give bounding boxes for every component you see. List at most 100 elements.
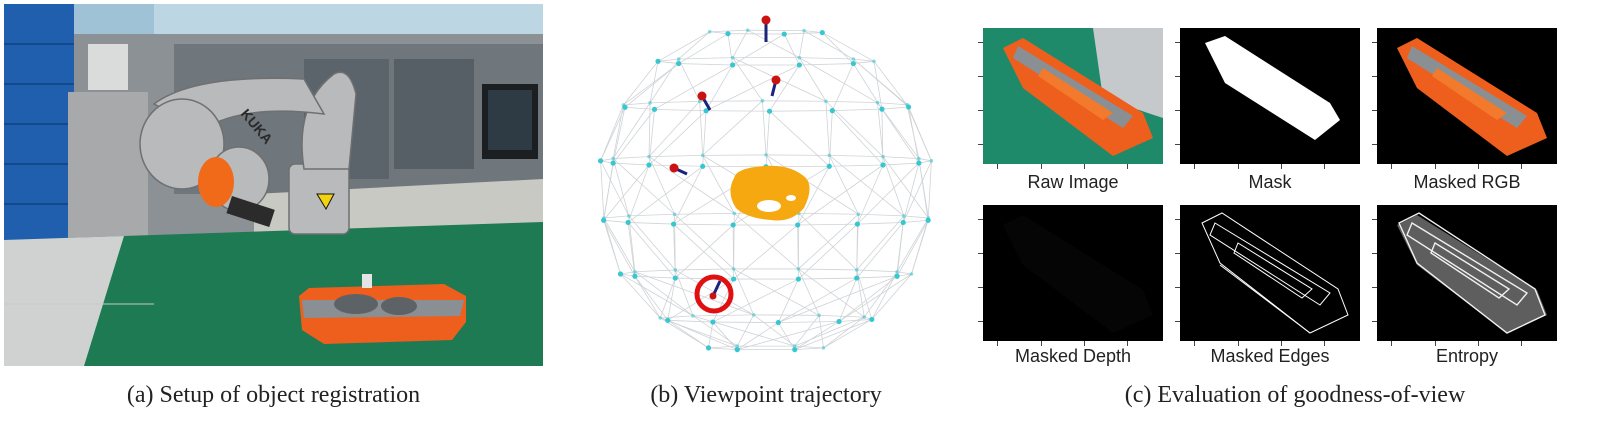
axis-tick [1280, 164, 1282, 169]
axis-tick [1083, 164, 1085, 169]
axis-tick [1237, 164, 1239, 169]
viewpoint-marker [926, 216, 931, 220]
viewpoint-marker [851, 57, 856, 61]
viewpoint-marker [836, 318, 842, 325]
object-model [730, 165, 810, 221]
viewpoint-marker [817, 313, 821, 318]
axis-tick [978, 143, 983, 145]
axis-tick [978, 41, 983, 43]
axis-tick [1324, 341, 1325, 346]
viewpoint-marker [700, 153, 705, 158]
axis-tick [1521, 341, 1522, 346]
axis-tick [1391, 164, 1393, 169]
viewpoint-marker [626, 214, 631, 218]
viewpoint-marker [869, 316, 875, 323]
viewpoint-marker [792, 347, 798, 353]
viewpoint-marker [900, 219, 906, 226]
viewpoint-marker [648, 101, 652, 105]
axis-tick [1040, 164, 1042, 169]
axis-tick [1175, 109, 1180, 111]
axis-tick [1175, 143, 1180, 145]
viewpoint-marker [730, 62, 736, 68]
trajectory-point [761, 15, 771, 25]
viewpoint-marker [797, 55, 802, 60]
axis-tick [978, 320, 983, 322]
axis-tick [1175, 218, 1180, 220]
viewpoint-marker [894, 273, 900, 279]
axis-tick [978, 75, 983, 77]
viewpoint-marker [879, 106, 885, 112]
masked-rgb-label: Masked RGB [1413, 172, 1521, 192]
viewpoint-marker [602, 216, 606, 220]
viewpoint-marker [730, 222, 736, 228]
viewpoint-marker [676, 57, 681, 61]
mask-label: Mask [1248, 172, 1292, 192]
viewpoint-marker [725, 31, 731, 37]
axis-tick [978, 218, 983, 220]
viewpoint-marker [781, 31, 787, 37]
viewpoint-marker [881, 154, 885, 159]
viewpoint-marker [796, 267, 801, 271]
viewpoint-marker [655, 58, 661, 64]
axis-tick [1127, 341, 1128, 346]
trajectory-point [669, 163, 679, 173]
axis-tick [1372, 252, 1377, 254]
viewpoint-marker [862, 315, 867, 319]
viewpoint-sphere-svg [597, 15, 934, 353]
viewpoint-marker [819, 29, 825, 36]
viewpoint-marker [929, 159, 934, 163]
viewpoint-marker [909, 272, 914, 276]
axis-tick [1372, 75, 1377, 77]
viewpoint-marker [611, 156, 615, 161]
caption-a: (a) Setup of object registration [126, 382, 421, 408]
axis-tick [1237, 341, 1239, 346]
viewpoint-marker [795, 276, 801, 282]
viewpoint-marker [824, 99, 828, 104]
viewpoint-marker [672, 275, 678, 281]
viewpoint-marker [880, 162, 886, 168]
viewpoint-marker [676, 60, 682, 67]
viewpoint-marker [691, 314, 695, 318]
axis-tick [1477, 341, 1479, 346]
viewpoint-marker [827, 153, 832, 158]
viewpoint-marker [621, 103, 626, 107]
viewpoint-marker [705, 345, 712, 351]
viewpoint-marker [732, 211, 737, 216]
trajectory-point [697, 91, 707, 101]
viewpoint-marker [905, 102, 909, 107]
viewpoint-marker [651, 106, 658, 112]
axis-tick [1434, 164, 1436, 169]
axis-tick [1175, 286, 1180, 288]
axis-tick [997, 164, 999, 169]
axis-tick [1372, 218, 1377, 220]
viewpoint-marker [703, 108, 709, 114]
goodness-of-view-grid: Raw Image Mask Masked RGB Masked Depth [978, 28, 1557, 366]
axis-tick [1372, 286, 1377, 288]
viewpoint-marker [665, 317, 671, 323]
viewpoint-marker [775, 319, 781, 326]
axis-tick [1477, 164, 1479, 169]
viewpoint-marker [670, 221, 677, 227]
entropy-label: Entropy [1435, 346, 1499, 366]
viewpoint-marker [646, 162, 652, 168]
viewpoint-marker [764, 153, 768, 157]
axis-tick [1434, 341, 1436, 346]
masked-depth-label: Masked Depth [1014, 346, 1132, 366]
axis-tick [1175, 320, 1180, 322]
masked-rgb-thumb [1377, 28, 1557, 164]
viewpoint-marker [673, 268, 678, 272]
axis-tick [1175, 41, 1180, 43]
setup-photo-illustration: KUKA [4, 4, 543, 366]
viewpoint-marker [854, 221, 861, 227]
viewpoint-marker [734, 347, 740, 353]
axis-tick [1372, 41, 1377, 43]
axis-tick [997, 341, 999, 346]
viewpoint-marker [766, 108, 773, 114]
viewpoint-marker [826, 163, 832, 169]
viewpoint-marker [875, 100, 880, 105]
viewpoint-marker [647, 154, 651, 159]
viewpoint-marker [707, 29, 712, 34]
axis-tick [1194, 341, 1196, 346]
viewpoint-marker [710, 319, 716, 325]
object-hole-small [786, 195, 796, 201]
